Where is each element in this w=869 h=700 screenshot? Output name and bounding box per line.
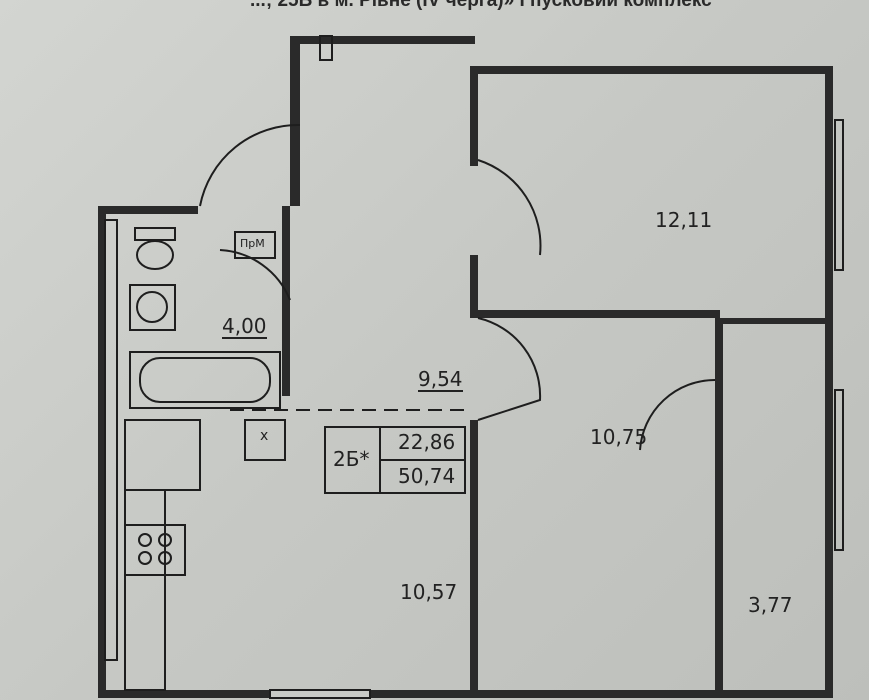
room-area-label: 10,57 bbox=[400, 580, 458, 604]
apartment-type: 2Б* bbox=[333, 447, 370, 471]
room-area-label: 12,11 bbox=[655, 208, 713, 232]
kitchen-counter bbox=[124, 419, 201, 691]
toilet-icon bbox=[134, 227, 176, 270]
window-icon bbox=[834, 119, 844, 271]
apartment-table bbox=[324, 426, 466, 494]
document-header: ...; 25Б в м. Рівне (IV черга)» I пусков… bbox=[250, 0, 712, 11]
mark-x: x bbox=[260, 428, 269, 444]
stove-icon bbox=[124, 524, 186, 576]
doors bbox=[199, 123, 716, 451]
window-icon bbox=[269, 689, 371, 699]
room-area-label: 4,00 bbox=[222, 314, 267, 339]
sink-icon bbox=[129, 284, 176, 331]
total-area: 50,74 bbox=[398, 464, 456, 488]
window-icon bbox=[834, 389, 844, 551]
living-area: 22,86 bbox=[398, 430, 456, 454]
shaft-box bbox=[244, 419, 286, 461]
laundry-label: ПрМ bbox=[240, 237, 265, 250]
radiator-icon bbox=[319, 35, 333, 61]
window-icon bbox=[104, 219, 118, 661]
bathtub-icon bbox=[129, 351, 281, 409]
laundry-box bbox=[234, 231, 276, 259]
room-area-label: 9,54 bbox=[418, 367, 463, 392]
room-area-label: 3,77 bbox=[748, 593, 793, 617]
walls bbox=[98, 36, 833, 698]
room-area-label: 10,75 bbox=[590, 425, 648, 449]
